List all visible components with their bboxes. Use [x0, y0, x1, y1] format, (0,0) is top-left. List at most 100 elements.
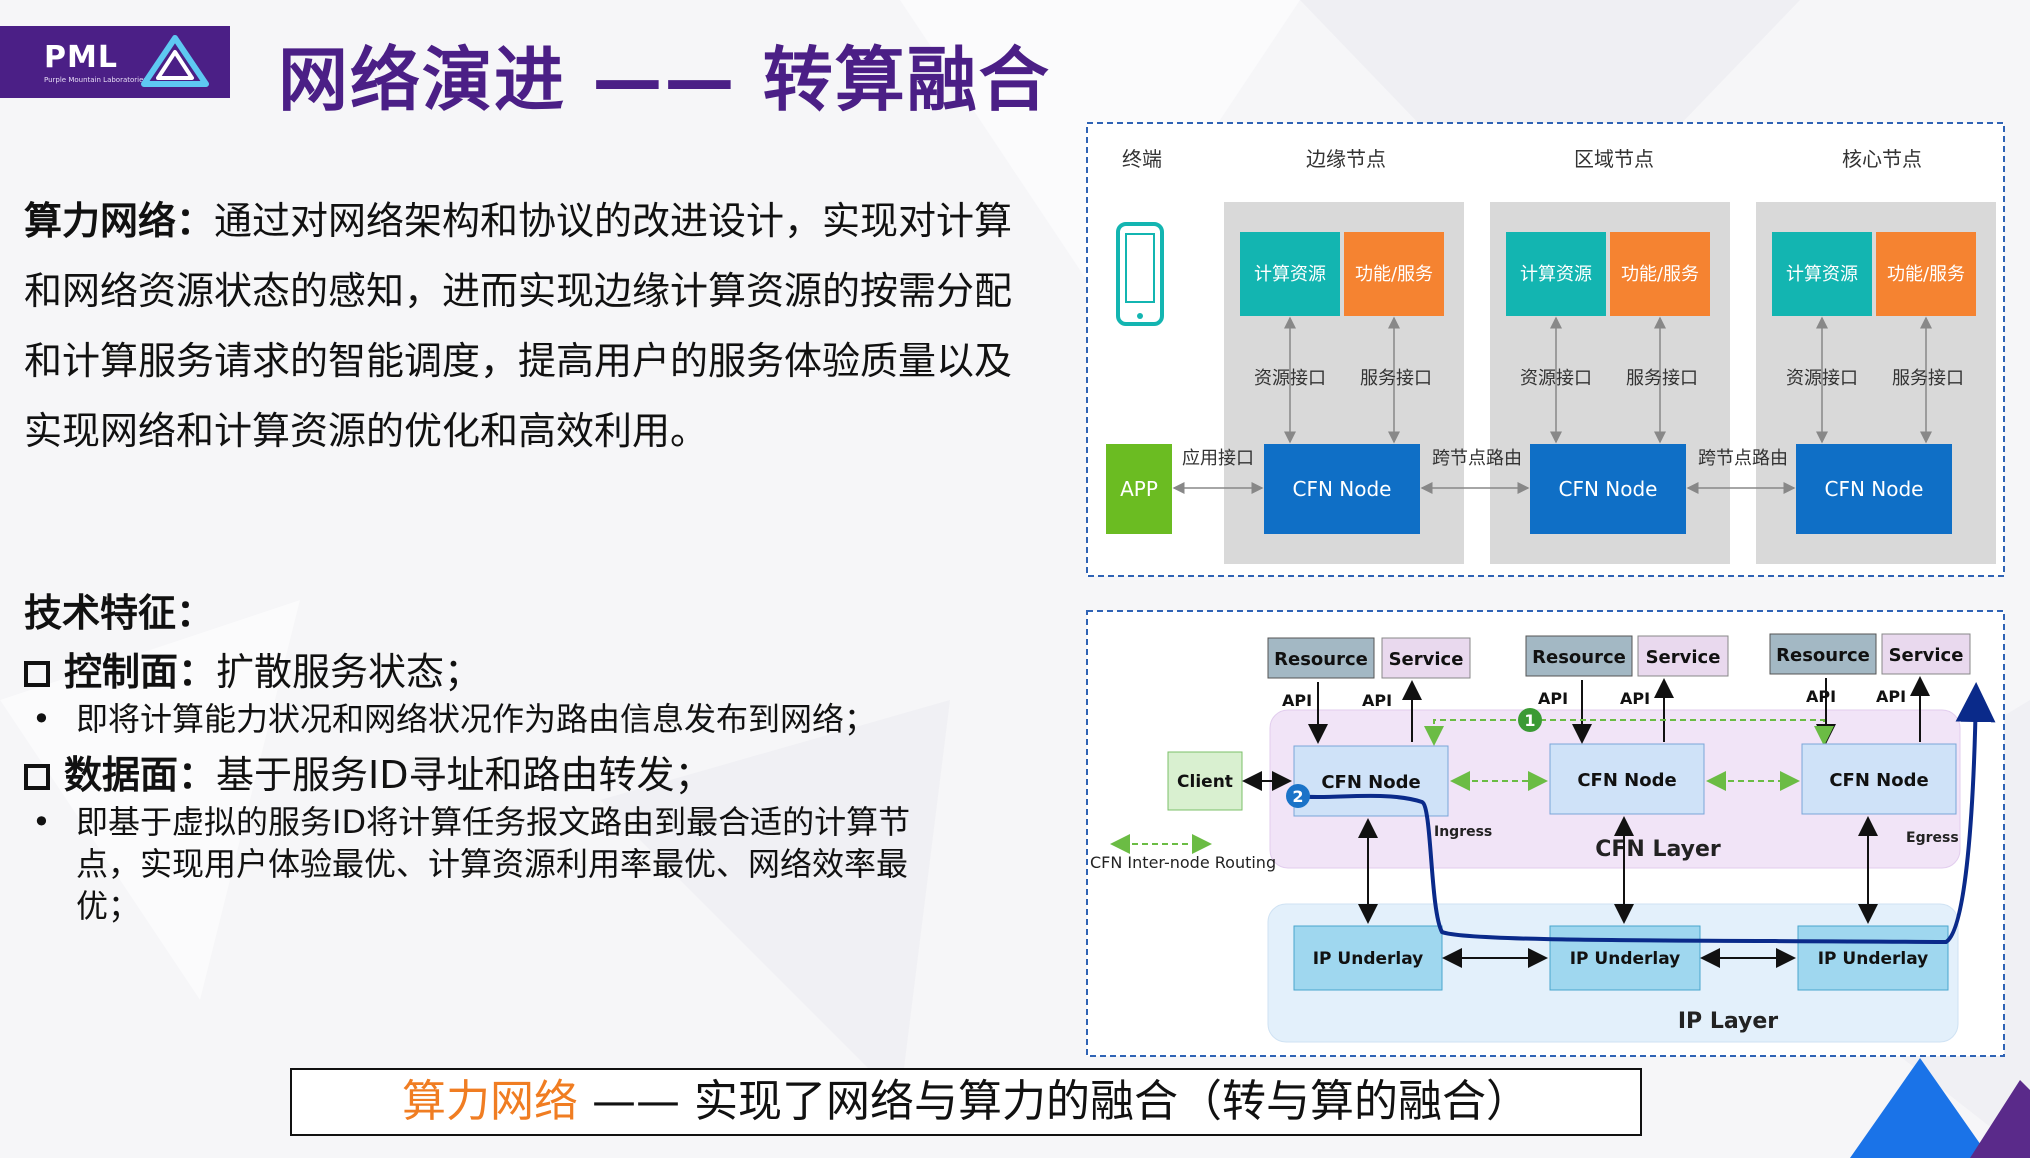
compute-label: 计算资源	[1520, 264, 1592, 285]
intro-label: 算力网络：	[24, 199, 215, 243]
phone-icon	[1116, 222, 1164, 326]
ip-underlay-box	[1549, 925, 1701, 991]
function-service-box	[1344, 232, 1444, 316]
cfn-node-box	[1549, 743, 1705, 815]
control-plane-text: 扩散服务状态；	[216, 650, 483, 694]
pml-logo: PML Purple Mountain Laboratories	[0, 26, 230, 98]
control-bullet-text: 即将计算能力状况和网络状况作为路由信息发布到网络；	[76, 700, 877, 738]
resource-service-group-2: Resource Service	[1525, 635, 1729, 677]
ip-underlay-label: IP Underlay	[1818, 949, 1929, 969]
res-if-label: 资源接口	[1520, 368, 1592, 389]
svc-if-label: 服务接口	[1626, 368, 1698, 389]
col-core: 核心节点	[1842, 147, 1922, 171]
bullet-dot-icon: •	[32, 803, 51, 841]
compute-resource-box	[1772, 232, 1872, 316]
cfn-node-label: CFN Node	[1829, 770, 1928, 791]
svc-if-label: 服务接口	[1892, 368, 1964, 389]
function-label: 功能/服务	[1355, 264, 1433, 285]
features-section: 技术特征： 控制面：扩散服务状态； •即将计算能力状况和网络状况作为路由信息发布…	[24, 582, 924, 927]
service-label: Service	[1889, 645, 1964, 666]
checkbox-square-icon	[24, 764, 50, 790]
step-2-label: 2	[1292, 787, 1303, 806]
corner-triangle-decoration	[1850, 1058, 2030, 1158]
service-box	[1637, 635, 1729, 677]
summary-highlight: 算力网络	[402, 1076, 578, 1127]
function-label: 功能/服务	[1621, 264, 1699, 285]
data-path-line	[1297, 682, 1996, 945]
client-label: Client	[1177, 772, 1233, 792]
service-box	[1881, 633, 1971, 675]
resource-service-group-3: Resource Service	[1769, 633, 1971, 675]
cfn-node-box	[1530, 444, 1686, 534]
service-label: Service	[1646, 647, 1721, 668]
edge-node-group: 计算资源 功能/服务 资源接口 服务接口 CFN Node	[1240, 232, 1444, 534]
app-if-label: 应用接口	[1182, 448, 1254, 469]
api-label: API	[1282, 691, 1312, 710]
summary-banner: 算力网络 —— 实现了网络与算力的融合（转与算的融合）	[290, 1068, 1642, 1136]
data-plane-bullet: • 即基于虚拟的服务ID将计算任务报文路由到最合适的计算节点，实现用户体验最优、计…	[24, 801, 924, 927]
ip-underlay-box	[1293, 925, 1443, 991]
step-2-badge	[1286, 784, 1310, 808]
compute-resource-box	[1506, 232, 1606, 316]
data-plane-text: 基于服务ID寻址和路由转发；	[216, 753, 713, 797]
data-plane-label: 数据面：	[64, 753, 217, 797]
api-label: API	[1620, 689, 1650, 708]
cfn-layer-diagram: CFN Layer IP Layer Resource Service Reso…	[1086, 610, 2005, 1057]
cfn-node-box	[1801, 743, 1957, 815]
cfn-node-label: CFN Node	[1577, 770, 1676, 791]
intro-paragraph: 算力网络：通过对网络架构和协议的改进设计，实现对计算和网络资源状态的感知，进而实…	[24, 186, 1014, 466]
function-service-box	[1610, 232, 1710, 316]
core-node-group: 计算资源 功能/服务 资源接口 服务接口 CFN Node	[1772, 232, 1976, 534]
cfn-node-label: CFN Node	[1321, 772, 1420, 793]
logo-subtitle: Purple Mountain Laboratories	[44, 76, 148, 84]
egress-label: Egress	[1906, 830, 1959, 846]
col-region: 区域节点	[1574, 147, 1654, 171]
function-service-box	[1876, 232, 1976, 316]
data-plane-item: 数据面：基于服务ID寻址和路由转发；	[24, 744, 924, 799]
svc-if-label: 服务接口	[1360, 368, 1432, 389]
legend-label: CFN Inter-node Routing	[1090, 853, 1276, 872]
service-label: Service	[1389, 649, 1464, 670]
api-label: API	[1362, 691, 1392, 710]
resource-label: Resource	[1776, 645, 1870, 666]
compute-label: 计算资源	[1786, 264, 1858, 285]
cfn-node-box	[1796, 444, 1952, 534]
ip-underlay-label: IP Underlay	[1313, 949, 1424, 969]
region-node-group: 计算资源 功能/服务 资源接口 服务接口 CFN Node	[1506, 232, 1710, 534]
res-if-label: 资源接口	[1254, 368, 1326, 389]
app-box	[1106, 444, 1172, 534]
summary-text: —— 实现了网络与算力的融合（转与算的融合）	[578, 1076, 1530, 1127]
step-1-label: 1	[1524, 711, 1535, 730]
cross-node-label: 跨节点路由	[1698, 448, 1788, 469]
api-label: API	[1876, 687, 1906, 706]
ip-underlay-box	[1797, 925, 1949, 991]
bullet-dot-icon: •	[32, 700, 51, 738]
page-title: 网络演进 —— 转算融合	[278, 39, 1051, 121]
logo-name: PML	[44, 40, 118, 75]
function-label: 功能/服务	[1887, 264, 1965, 285]
cfn-node-label: CFN Node	[1825, 477, 1924, 501]
intro-text: 通过对网络架构和协议的改进设计，实现对计算和网络资源状态的感知，进而实现边缘计算…	[24, 199, 1013, 453]
resource-box	[1769, 633, 1877, 675]
resource-service-group-1: Resource Service	[1267, 637, 1471, 679]
cfn-architecture-diagram: 终端 边缘节点 区域节点 核心节点 计算资源 功能/服务 资源接口 服务接口 C…	[1086, 122, 2005, 577]
step-1-badge	[1518, 708, 1542, 732]
cfn-node-label: CFN Node	[1293, 477, 1392, 501]
data-bullet-text: 即基于虚拟的服务ID将计算任务报文路由到最合适的计算节点，实现用户体验最优、计算…	[76, 803, 911, 925]
cross-node-label: 跨节点路由	[1432, 448, 1522, 469]
res-if-label: 资源接口	[1786, 368, 1858, 389]
resource-box	[1267, 637, 1375, 679]
cfn-node-box	[1264, 444, 1420, 534]
legend-line: CFN Inter-node Routing	[1090, 853, 1276, 872]
control-plane-item: 控制面：扩散服务状态；	[24, 641, 924, 696]
cfn-node-label: CFN Node	[1559, 477, 1658, 501]
client-box	[1167, 751, 1243, 811]
ingress-label: Ingress	[1434, 824, 1492, 840]
compute-label: 计算资源	[1254, 264, 1326, 285]
logo-mark-icon	[141, 35, 209, 87]
api-label: API	[1538, 689, 1568, 708]
checkbox-square-icon	[24, 661, 50, 687]
ip-underlay-label: IP Underlay	[1570, 949, 1681, 969]
service-box	[1381, 637, 1471, 679]
control-plane-label: 控制面：	[64, 650, 217, 694]
